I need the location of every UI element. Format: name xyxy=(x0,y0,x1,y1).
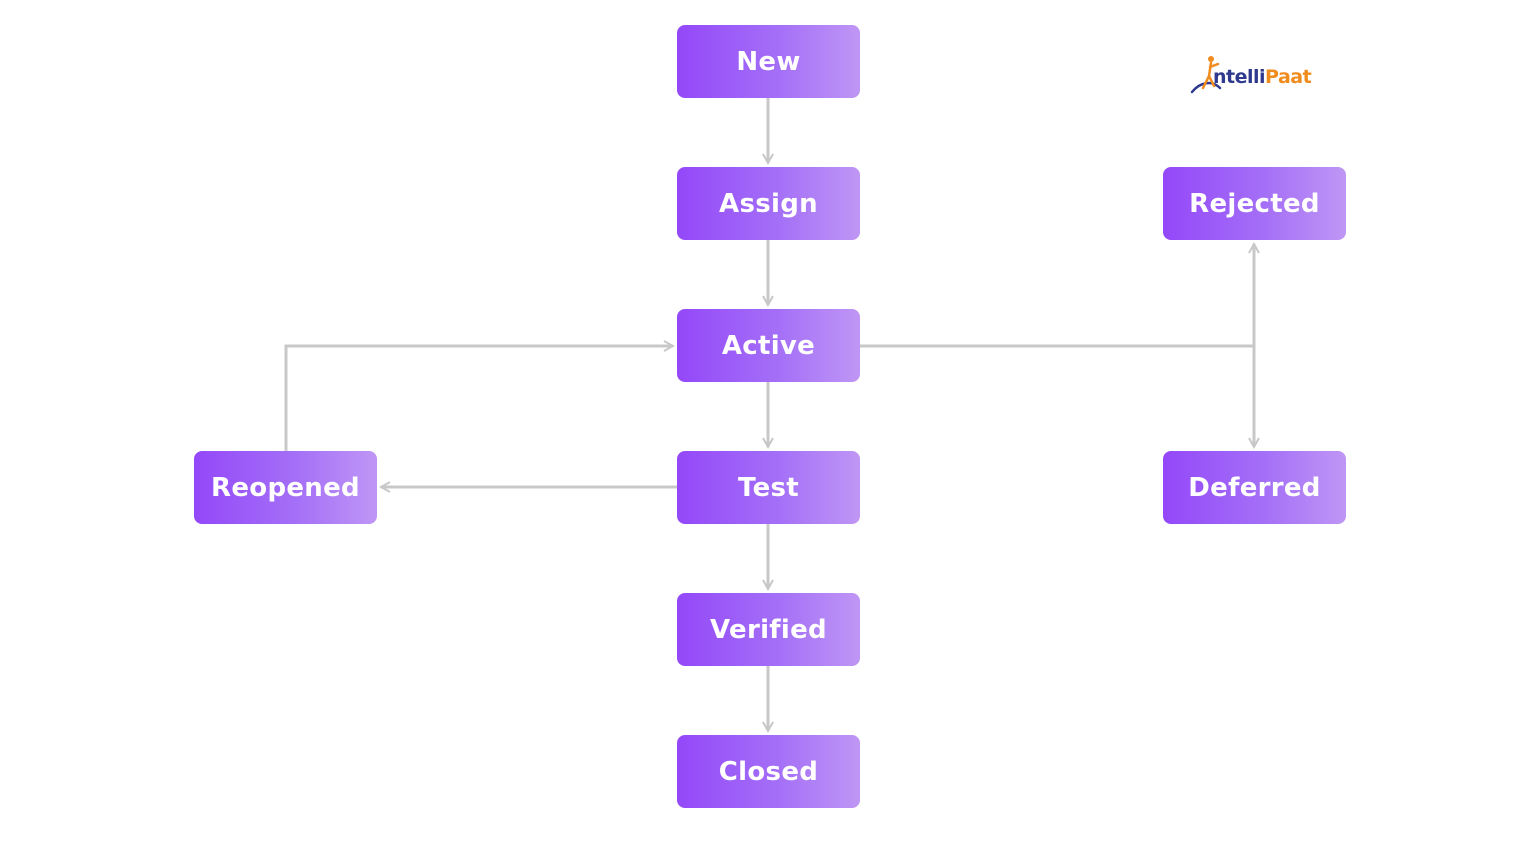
node-assign: Assign xyxy=(677,167,860,240)
node-deferred: Deferred xyxy=(1163,451,1346,524)
node-closed-label: Closed xyxy=(718,756,819,787)
logo-wordmark: ntelliPaat xyxy=(1213,66,1312,88)
intellipaat-logo: ntelliPaat xyxy=(1190,52,1320,102)
node-test-label: Test xyxy=(737,472,800,503)
node-verified: Verified xyxy=(677,593,860,666)
node-rejected: Rejected xyxy=(1163,167,1346,240)
node-test: Test xyxy=(677,451,860,524)
logo-word-intelli: ntelli xyxy=(1213,66,1266,88)
node-active-label: Active xyxy=(721,330,816,361)
node-reopened: Reopened xyxy=(194,451,377,524)
logo-figure-icon xyxy=(1190,56,1222,94)
edge-reopened-active xyxy=(284,346,673,451)
node-active: Active xyxy=(677,309,860,382)
node-deferred-label: Deferred xyxy=(1188,472,1321,503)
node-reopened-label: Reopened xyxy=(211,472,360,503)
node-new: New xyxy=(677,25,860,98)
logo-word-paat: Paat xyxy=(1265,66,1312,88)
node-rejected-label: Rejected xyxy=(1189,188,1320,219)
node-closed: Closed xyxy=(677,735,860,808)
node-verified-label: Verified xyxy=(710,614,827,645)
node-new-label: New xyxy=(736,46,801,77)
node-assign-label: Assign xyxy=(719,188,818,219)
